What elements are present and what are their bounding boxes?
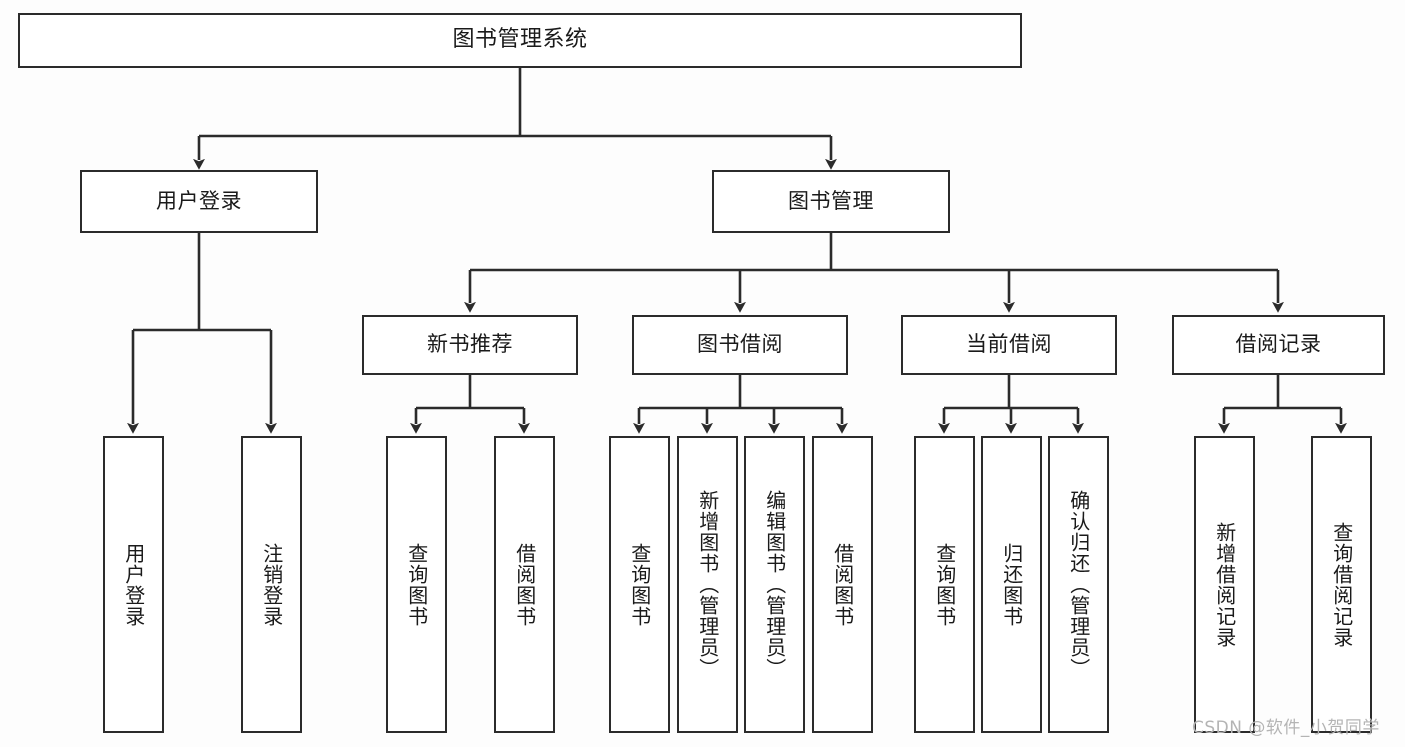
leaf-borrow-record-add-record[interactable]: 新增借阅记录 <box>1194 436 1255 733</box>
node-label: 确认归还（管理员） <box>1066 490 1091 679</box>
node-label: 注销登录 <box>259 542 284 627</box>
leaf-user-login-logout[interactable]: 注销登录 <box>241 436 302 733</box>
node-label: 查询图书 <box>932 542 957 627</box>
leaf-user-login-login[interactable]: 用户登录 <box>103 436 164 733</box>
node-label: 当前借阅 <box>966 332 1052 357</box>
watermark-text: CSDN @软件_小贺同学 <box>1192 718 1380 738</box>
node-new-book-recommend[interactable]: 新书推荐 <box>362 315 578 375</box>
node-label: 新书推荐 <box>427 332 513 357</box>
node-borrow-record[interactable]: 借阅记录 <box>1172 315 1385 375</box>
node-label: 新增图书（管理员） <box>695 490 720 679</box>
node-book-borrow[interactable]: 图书借阅 <box>632 315 848 375</box>
leaf-new-book-borrow-book[interactable]: 借阅图书 <box>494 436 555 733</box>
node-book-management[interactable]: 图书管理 <box>712 170 950 233</box>
node-label: 用户登录 <box>121 542 146 627</box>
leaf-current-borrow-confirm-return-admin[interactable]: 确认归还（管理员） <box>1048 436 1109 733</box>
leaf-current-borrow-return-book[interactable]: 归还图书 <box>981 436 1042 733</box>
leaf-new-book-query-book[interactable]: 查询图书 <box>386 436 447 733</box>
node-label: 图书借阅 <box>697 332 783 357</box>
node-label: 查询图书 <box>627 542 652 627</box>
node-label: 查询图书 <box>404 542 429 627</box>
node-label: 用户登录 <box>156 188 242 213</box>
node-label: 借阅图书 <box>830 542 855 627</box>
node-current-borrow[interactable]: 当前借阅 <box>901 315 1117 375</box>
node-label: 编辑图书（管理员） <box>762 490 787 679</box>
node-label: 归还图书 <box>999 542 1024 627</box>
node-label: 查询借阅记录 <box>1329 521 1354 648</box>
leaf-book-borrow-add-book-admin[interactable]: 新增图书（管理员） <box>677 436 738 733</box>
node-root-book-management-system[interactable]: 图书管理系统 <box>18 13 1022 68</box>
node-label: 图书管理 <box>788 188 874 213</box>
node-label: 图书管理系统 <box>452 27 588 53</box>
node-user-login[interactable]: 用户登录 <box>80 170 318 233</box>
node-label: 新增借阅记录 <box>1212 521 1237 648</box>
node-label: 借阅记录 <box>1235 332 1322 357</box>
leaf-book-borrow-query-book[interactable]: 查询图书 <box>609 436 670 733</box>
node-label: 借阅图书 <box>512 542 537 627</box>
leaf-current-borrow-query-book[interactable]: 查询图书 <box>914 436 975 733</box>
leaf-book-borrow-borrow-book[interactable]: 借阅图书 <box>812 436 873 733</box>
leaf-book-borrow-edit-book-admin[interactable]: 编辑图书（管理员） <box>744 436 805 733</box>
leaf-borrow-record-query-record[interactable]: 查询借阅记录 <box>1311 436 1372 733</box>
